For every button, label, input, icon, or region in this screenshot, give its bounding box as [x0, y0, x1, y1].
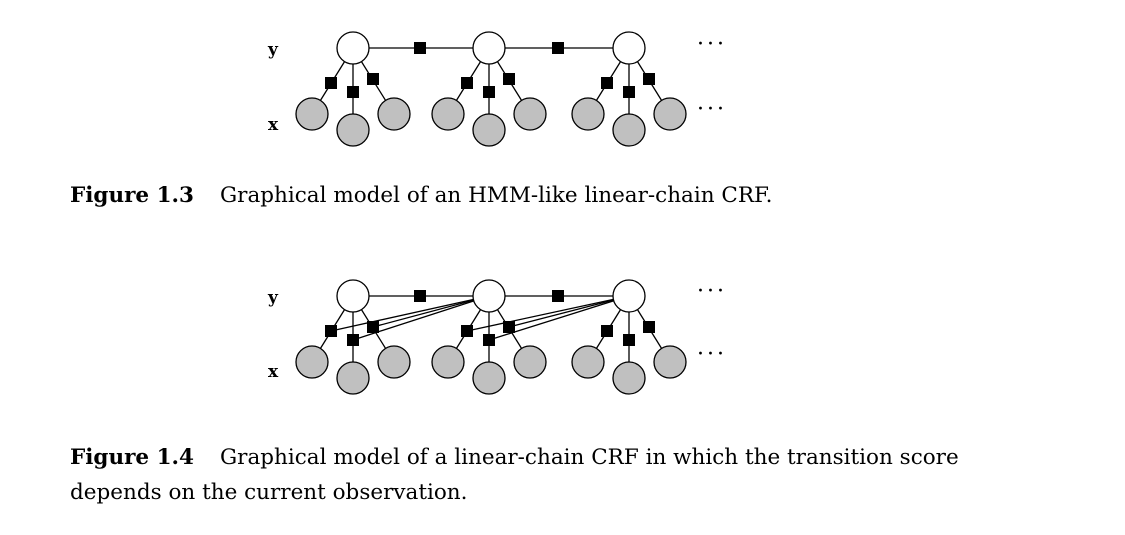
emission-factor [643, 321, 655, 333]
observation-transition-edge [330, 295, 490, 332]
observation-dependent-crf-graph [295, 279, 687, 395]
emission-factor [503, 73, 515, 85]
observed-x-node [472, 113, 506, 147]
figure-1-3-label: Figure 1.3 [70, 183, 194, 208]
observed-x-node [513, 97, 547, 131]
label-y-node [612, 31, 646, 65]
observed-x-node [377, 97, 411, 131]
emission-factor [347, 86, 359, 98]
figure-1-3-caption-text: Graphical model of an HMM-like linear-ch… [220, 183, 773, 208]
observed-x-node [571, 345, 605, 379]
observed-x-node [653, 97, 687, 131]
figure-1-4-label: Figure 1.4 [70, 445, 194, 470]
transition-factor [414, 42, 426, 54]
figure-1-3: y x ··· ··· Figure 1.3 Graphical model of… [0, 0, 1125, 208]
emission-factor [325, 325, 337, 337]
transition-factor [552, 290, 564, 302]
observed-x-node [653, 345, 687, 379]
y-variable-label: y [268, 288, 278, 308]
emission-factor [623, 334, 635, 346]
observed-x-node [431, 345, 465, 379]
observed-x-node [571, 97, 605, 131]
emission-factor [461, 77, 473, 89]
observed-x-node [295, 97, 329, 131]
emission-factor [483, 334, 495, 346]
emission-factor [347, 334, 359, 346]
emission-factor [367, 73, 379, 85]
observation-transition-edge [508, 295, 630, 328]
label-y-node [336, 31, 370, 65]
label-y-node [472, 31, 506, 65]
observed-x-node [336, 361, 370, 395]
observed-x-node [472, 361, 506, 395]
observed-x-node [612, 361, 646, 395]
x-continuation-dots: ··· [697, 342, 727, 367]
hmm-like-crf-graph [295, 31, 687, 147]
emission-factor [601, 325, 613, 337]
emission-factor [623, 86, 635, 98]
x-variable-label: x [268, 115, 279, 135]
emission-factor [601, 77, 613, 89]
y-continuation-dots: ··· [697, 32, 727, 57]
y-continuation-dots: ··· [697, 279, 727, 304]
emission-factor [325, 77, 337, 89]
emission-factor [503, 321, 515, 333]
x-continuation-dots: ··· [697, 97, 727, 122]
observed-x-node [612, 113, 646, 147]
emission-factor [367, 321, 379, 333]
observed-x-node [295, 345, 329, 379]
emission-factor [643, 73, 655, 85]
y-variable-label: y [268, 40, 278, 60]
observed-x-node [431, 97, 465, 131]
emission-factor [461, 325, 473, 337]
label-y-node [612, 279, 646, 313]
figure-1-3-caption: Figure 1.3 Graphical model of an HMM-like… [70, 178, 1050, 213]
x-variable-label: x [268, 362, 279, 382]
figure-1-4-caption-text: Graphical model of a linear-chain CRF in… [70, 445, 959, 505]
observed-x-node [377, 345, 411, 379]
observation-transition-edge [372, 295, 490, 328]
observed-x-node [336, 113, 370, 147]
emission-factor [483, 86, 495, 98]
transition-factor [414, 290, 426, 302]
label-y-node [336, 279, 370, 313]
observed-x-node [513, 345, 547, 379]
observation-transition-edge [466, 295, 630, 332]
transition-factor [552, 42, 564, 54]
label-y-node [472, 279, 506, 313]
